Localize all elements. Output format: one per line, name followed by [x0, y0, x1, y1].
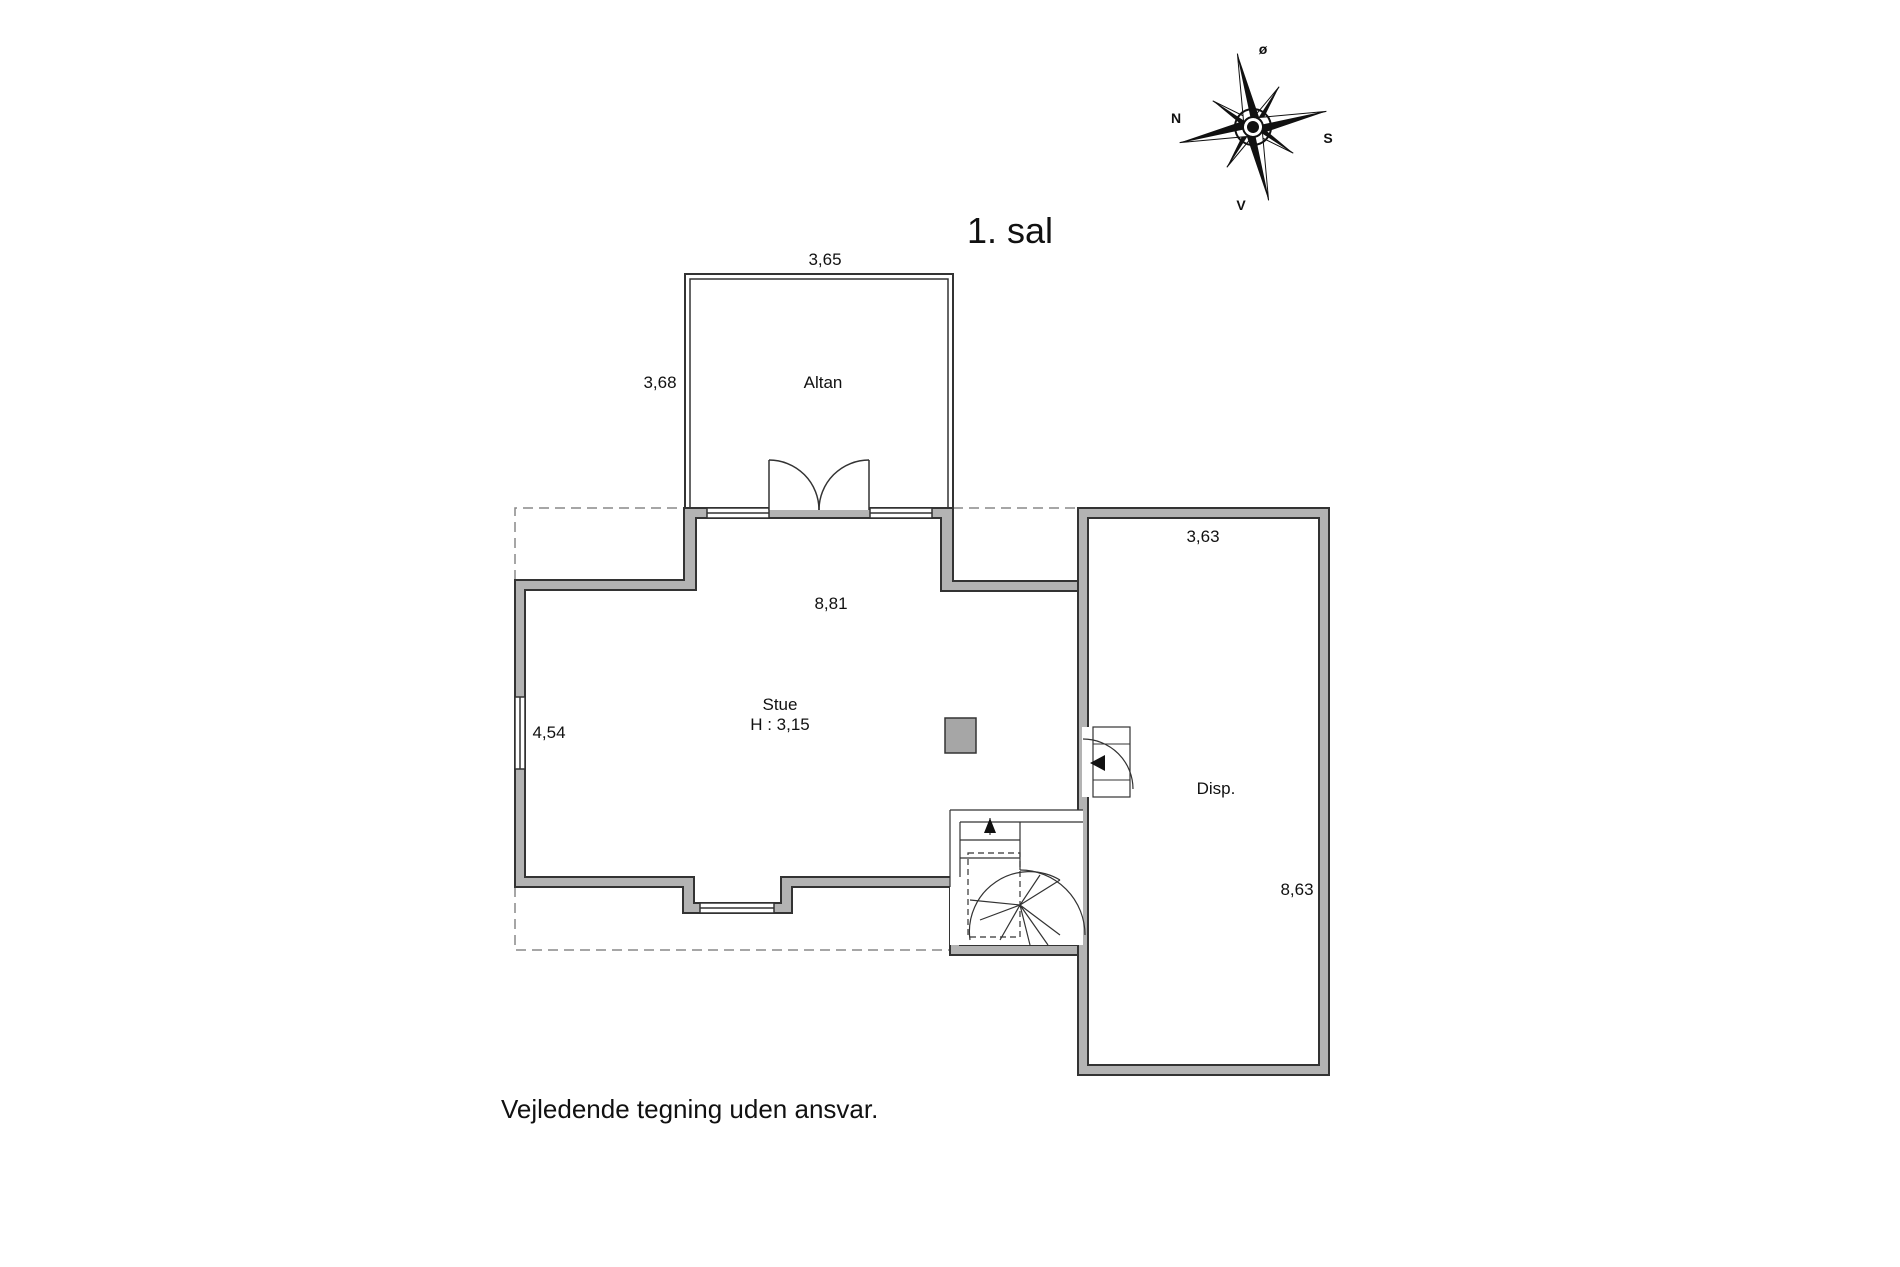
compass-rose-icon: [1179, 53, 1327, 201]
window: [869, 507, 933, 519]
stue-height-label: H : 3,15: [750, 715, 810, 734]
disp-door: [1082, 726, 1134, 798]
window: [514, 696, 526, 770]
disp-name-label: Disp.: [1197, 779, 1236, 798]
disp-depth-label: 8,63: [1280, 880, 1313, 899]
altan-name-label: Altan: [804, 373, 843, 392]
compass-north-label: N: [1171, 110, 1181, 126]
stue-depth-label: 4,54: [532, 723, 565, 742]
disclaimer: Vejledende tegning uden ansvar.: [501, 1094, 878, 1124]
door-arrow-icon: [1090, 755, 1105, 771]
floor-title: 1. sal: [967, 210, 1053, 251]
stair-up-arrow-icon: [984, 818, 996, 833]
window: [699, 902, 775, 914]
compass-south-label: S: [1323, 130, 1332, 146]
chimney: [944, 717, 977, 754]
stue-walls: [514, 507, 1084, 956]
compass-west-label: V: [1236, 197, 1246, 213]
window: [706, 507, 770, 519]
balcony-door: [768, 459, 870, 511]
roof-outline: [514, 507, 1078, 951]
compass-east-label: ø: [1259, 41, 1268, 57]
altan-width-label: 3,65: [808, 250, 841, 269]
stue-width-label: 8,81: [814, 594, 847, 613]
altan-depth-label: 3,68: [643, 373, 676, 392]
disp-width-label: 3,63: [1186, 527, 1219, 546]
stue-name-label: Stue: [763, 695, 798, 714]
staircase: [949, 809, 1086, 946]
